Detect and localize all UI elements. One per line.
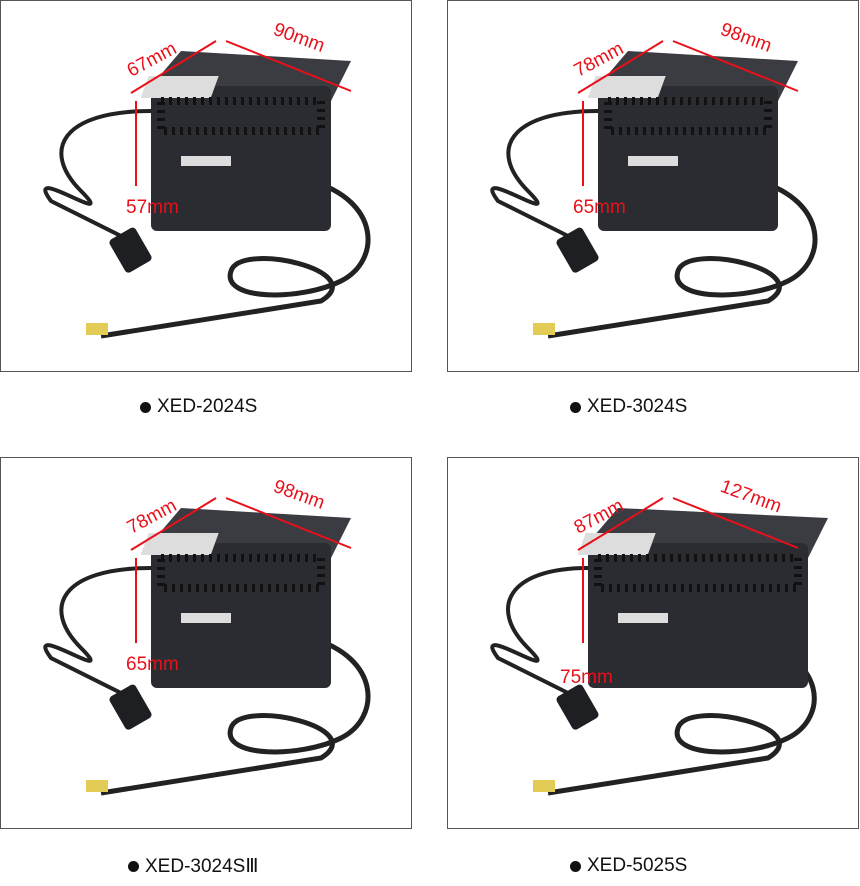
product-image-1: 67mm 90mm 57mm bbox=[0, 0, 412, 372]
width-dimension: 98mm bbox=[270, 476, 327, 514]
bullet-icon bbox=[140, 401, 151, 413]
model-label: XED-2024S bbox=[157, 396, 258, 417]
model-caption: XED-5025S bbox=[570, 855, 687, 877]
adapter-illustration: 78mm 98mm 65mm bbox=[490, 19, 818, 339]
model-label: XED-3024S bbox=[587, 396, 688, 417]
height-dimension: 65mm bbox=[573, 197, 626, 218]
product-image-3: 78mm 98mm 65mm bbox=[0, 457, 412, 829]
model-caption: XED-2024S bbox=[140, 396, 257, 418]
adapter-illustration: 67mm 90mm 57mm bbox=[43, 19, 371, 339]
model-caption: XED-3024SⅢ bbox=[128, 855, 258, 878]
width-dimension: 127mm bbox=[717, 476, 784, 517]
width-dimension: 90mm bbox=[270, 19, 327, 57]
height-dimension: 75mm bbox=[560, 667, 613, 688]
model-label: XED-5025S bbox=[587, 855, 688, 876]
bullet-icon bbox=[128, 861, 139, 872]
product-image-2: 78mm 98mm 65mm bbox=[447, 0, 859, 372]
model-label: XED-3024SⅢ bbox=[145, 856, 259, 877]
bullet-icon bbox=[570, 401, 581, 413]
adapter-illustration: 87mm 127mm 75mm bbox=[490, 476, 828, 796]
model-caption: XED-3024S bbox=[570, 396, 687, 418]
height-dimension: 65mm bbox=[126, 654, 179, 675]
bullet-icon bbox=[570, 860, 581, 872]
width-dimension: 98mm bbox=[717, 19, 774, 57]
height-dimension: 57mm bbox=[126, 197, 179, 218]
adapter-illustration: 78mm 98mm 65mm bbox=[43, 476, 371, 796]
product-image-4: 87mm 127mm 75mm bbox=[447, 457, 859, 829]
